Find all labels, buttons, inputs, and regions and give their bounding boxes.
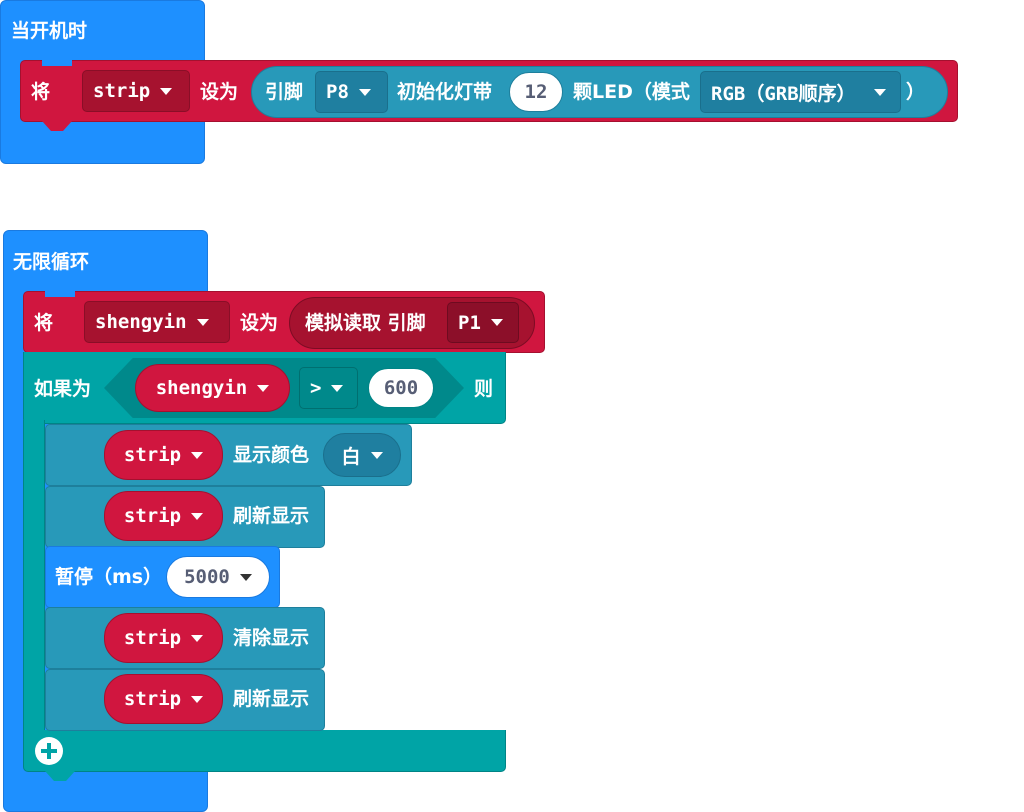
- then-label: 则: [474, 378, 494, 400]
- if-label: 如果为: [34, 378, 92, 400]
- set-label: 将: [31, 81, 51, 103]
- pin-label: 引脚: [265, 81, 304, 103]
- refresh1-strip[interactable]: strip: [104, 491, 223, 541]
- chevron-down-icon: [873, 88, 886, 96]
- set-shengyin-notch: [45, 291, 75, 297]
- color-dropdown[interactable]: 白: [323, 433, 401, 477]
- refresh1-label: 刷新显示: [233, 505, 310, 527]
- pause-value-dropdown[interactable]: 5000: [166, 556, 270, 598]
- refresh2-strip-label: strip: [123, 688, 182, 710]
- chevron-down-icon: [160, 87, 173, 95]
- show-color-label: 显示颜色: [233, 444, 310, 466]
- read-pin-label: P1: [458, 311, 481, 334]
- chevron-down-icon: [239, 573, 252, 581]
- color-label: 白: [341, 445, 361, 468]
- plus-vertical-bar: [47, 743, 51, 759]
- leds-mode-label: 颗LED（模式: [573, 81, 690, 103]
- mode-dropdown-label: RGB（GRB顺序）: [711, 82, 856, 105]
- forever-title: 无限循环: [13, 251, 90, 273]
- to-label-2: 设为: [240, 312, 279, 334]
- chevron-down-icon: [191, 634, 204, 642]
- cond-variable-label: shengyin: [155, 377, 248, 399]
- variable-dropdown-label-2: shengyin: [95, 311, 187, 333]
- variable-dropdown-shengyin[interactable]: shengyin: [84, 301, 230, 343]
- chevron-down-icon: [490, 319, 503, 326]
- set-label-2: 将: [34, 312, 54, 334]
- chevron-down-icon: [257, 384, 270, 392]
- operator-label: >: [310, 377, 322, 399]
- variable-dropdown-label: strip: [93, 80, 151, 102]
- chevron-down-icon: [191, 512, 204, 520]
- if-block-spine: [23, 420, 45, 735]
- clear-strip[interactable]: strip: [104, 613, 223, 663]
- chevron-down-icon: [331, 384, 344, 392]
- refresh2-strip[interactable]: strip: [104, 674, 223, 724]
- refresh2-label: 刷新显示: [233, 688, 310, 710]
- chevron-down-icon: [191, 451, 204, 459]
- show-color-strip[interactable]: strip: [104, 430, 223, 480]
- if-bottom-tab: [45, 771, 75, 781]
- chevron-down-icon: [370, 451, 383, 459]
- if-block-footer[interactable]: [23, 730, 506, 772]
- show-color-strip-label: strip: [123, 444, 182, 466]
- mode-dropdown[interactable]: RGB（GRB顺序）: [700, 71, 901, 113]
- chevron-down-icon: [191, 695, 204, 703]
- set-strip-notch: [42, 60, 72, 66]
- refresh1-strip-label: strip: [123, 505, 182, 527]
- pin-dropdown[interactable]: P8: [315, 71, 388, 113]
- plus-circle-icon[interactable]: [35, 737, 63, 765]
- pin-dropdown-label: P8: [326, 81, 349, 103]
- chevron-down-icon: [196, 318, 209, 326]
- set-strip-bottom-tab: [42, 121, 72, 131]
- to-label: 设为: [200, 81, 239, 103]
- led-count-input[interactable]: 12: [509, 72, 563, 112]
- cond-variable[interactable]: shengyin: [135, 364, 290, 412]
- init-label: 初始化灯带: [397, 81, 493, 103]
- variable-dropdown-strip[interactable]: strip: [82, 70, 190, 112]
- clear-strip-label: strip: [123, 627, 182, 649]
- clear-label: 清除显示: [233, 627, 310, 649]
- threshold-input[interactable]: 600: [368, 368, 434, 408]
- close-paren: ）: [906, 81, 926, 103]
- analog-read-label: 模拟读取 引脚: [305, 312, 426, 334]
- pause-value-label: 5000: [184, 566, 230, 588]
- read-pin-dropdown[interactable]: P1: [447, 302, 519, 343]
- pause-label: 暂停（ms）: [55, 566, 163, 588]
- chevron-down-icon: [358, 88, 371, 96]
- on-start-title: 当开机时: [11, 20, 88, 42]
- operator-dropdown[interactable]: >: [299, 367, 358, 409]
